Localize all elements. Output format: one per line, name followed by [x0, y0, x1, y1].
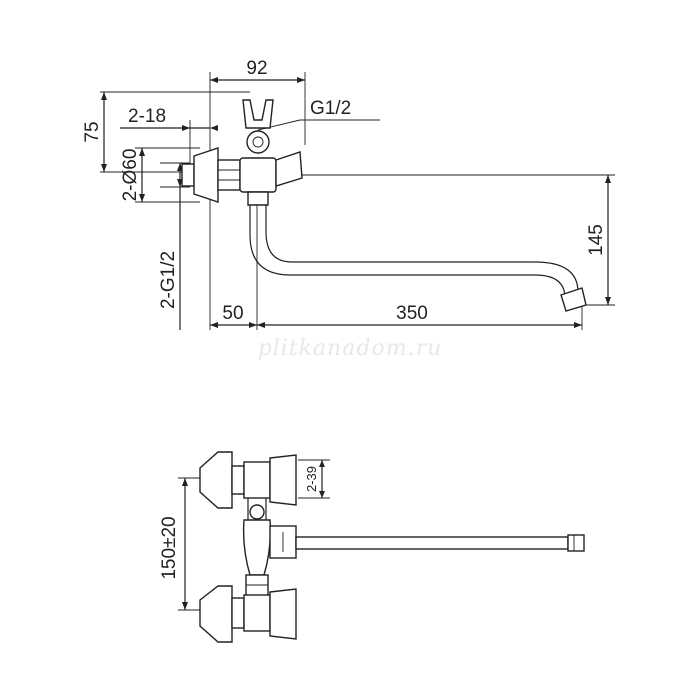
dim-2-g12-label: 2-G1/2	[158, 251, 179, 309]
side-view: 2-39 150±20	[159, 451, 585, 643]
top-dimension-labels: 92 G1/2 75 2-18 2-Ø60 2-G1/2 50 350 145	[82, 58, 607, 324]
dim-350-label: 350	[396, 303, 428, 324]
dim-145-label: 145	[586, 224, 607, 256]
side-dimension-labels: 2-39 150±20	[159, 466, 319, 580]
faucet-top-body	[181, 99, 587, 312]
dim-75-label: 75	[82, 121, 103, 142]
dim-150-20-label: 150±20	[159, 516, 180, 579]
dim-50-label: 50	[222, 303, 243, 324]
watermark: plitkanadom.ru	[258, 336, 443, 361]
dim-92-label: 92	[246, 58, 267, 79]
dim-2-18-label: 2-18	[128, 106, 166, 127]
faucet-side-body	[199, 451, 585, 643]
top-view: 92 G1/2 75 2-18 2-Ø60 2-G1/2 50 350 145	[82, 58, 615, 330]
dim-g12-label: G1/2	[310, 98, 351, 119]
dim-2-d60-label: 2-Ø60	[120, 149, 141, 202]
dim-2-39-label: 2-39	[304, 466, 319, 492]
